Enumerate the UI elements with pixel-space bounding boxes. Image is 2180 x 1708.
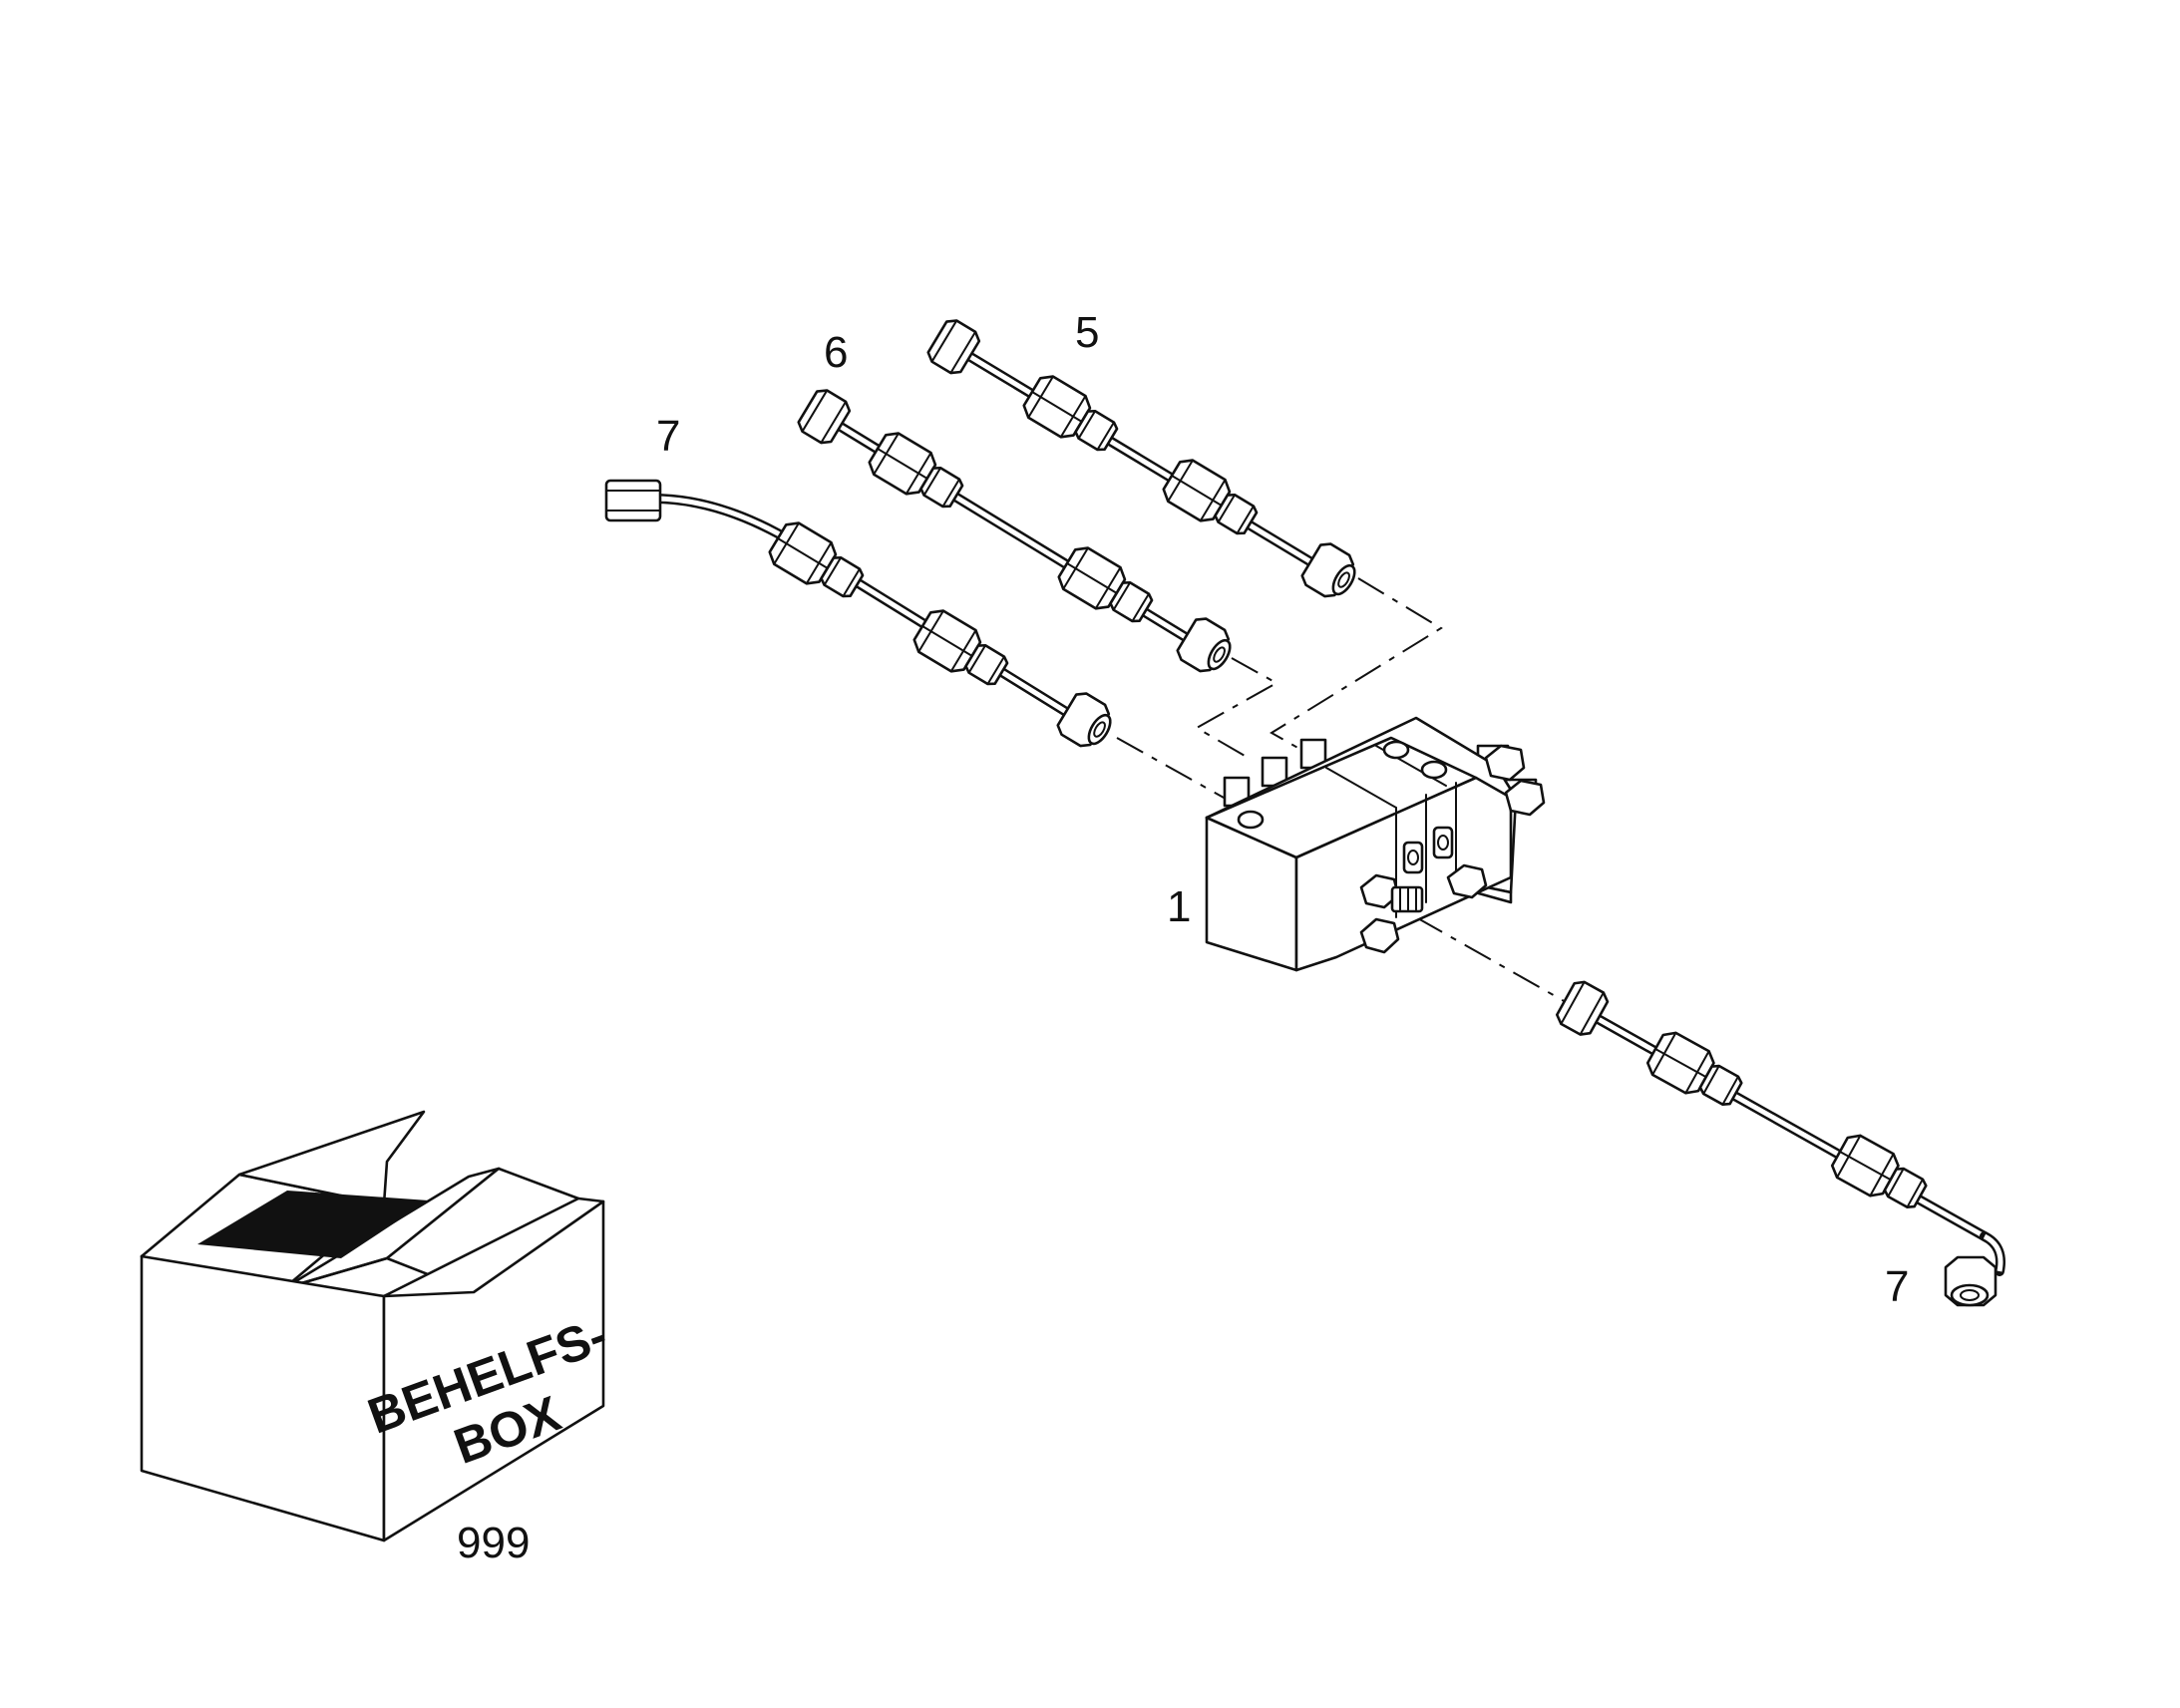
callout-7-top: 7	[656, 412, 680, 461]
distributor-block	[1205, 716, 1546, 972]
callout-999: 999	[457, 1519, 530, 1567]
pipe-7-lower	[1553, 976, 2005, 1307]
callout-6: 6	[824, 328, 848, 377]
pipe-5	[923, 315, 1365, 606]
connection-lines	[1116, 577, 1567, 1003]
pipe-6	[794, 385, 1241, 681]
pipe-7-upper	[604, 479, 1121, 756]
callout-1: 1	[1167, 882, 1191, 931]
callout-7-bottom: 7	[1885, 1262, 1909, 1311]
behelfs-box: BEHELFS- BOX	[140, 1110, 614, 1542]
callout-5: 5	[1075, 308, 1099, 357]
